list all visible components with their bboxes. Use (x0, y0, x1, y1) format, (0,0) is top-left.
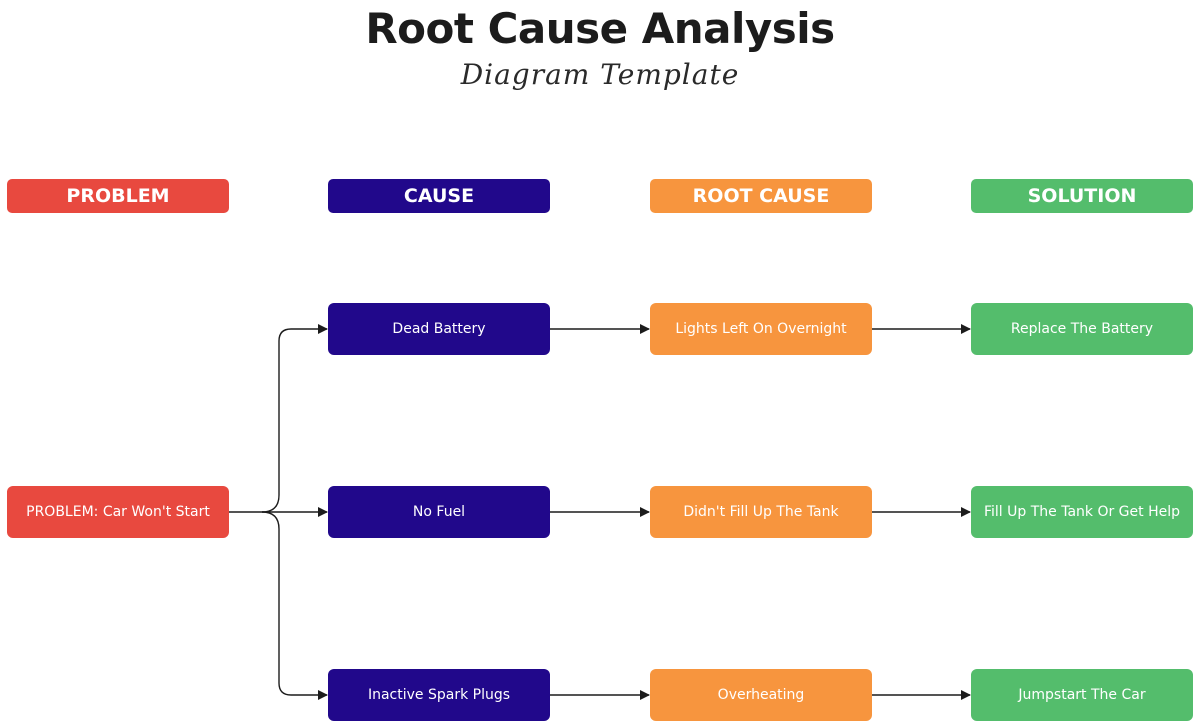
cause-box-3: Inactive Spark Plugs (328, 669, 550, 721)
header-root-cause: ROOT CAUSE (650, 179, 872, 213)
connector-problem-to-cause-3 (261, 511, 328, 700)
cause-box-1: Dead Battery (328, 303, 550, 355)
page-subtitle: Diagram Template (460, 58, 740, 91)
solution-box-1: Replace The Battery (971, 303, 1193, 355)
header-solution: SOLUTION (971, 179, 1193, 213)
root-cause-box-3: Overheating (650, 669, 872, 721)
root-cause-box-2: Didn't Fill Up The Tank (650, 486, 872, 538)
header-cause: CAUSE (328, 179, 550, 213)
solution-box-3: Jumpstart The Car (971, 669, 1193, 721)
header-problem: PROBLEM (7, 179, 229, 213)
problem-box: PROBLEM: Car Won't Start (7, 486, 229, 538)
root-cause-box-1: Lights Left On Overnight (650, 303, 872, 355)
solution-box-2: Fill Up The Tank Or Get Help (971, 486, 1193, 538)
page-title: Root Cause Analysis (365, 4, 835, 53)
connector-problem-to-cause-1 (261, 324, 328, 513)
cause-box-2: No Fuel (328, 486, 550, 538)
